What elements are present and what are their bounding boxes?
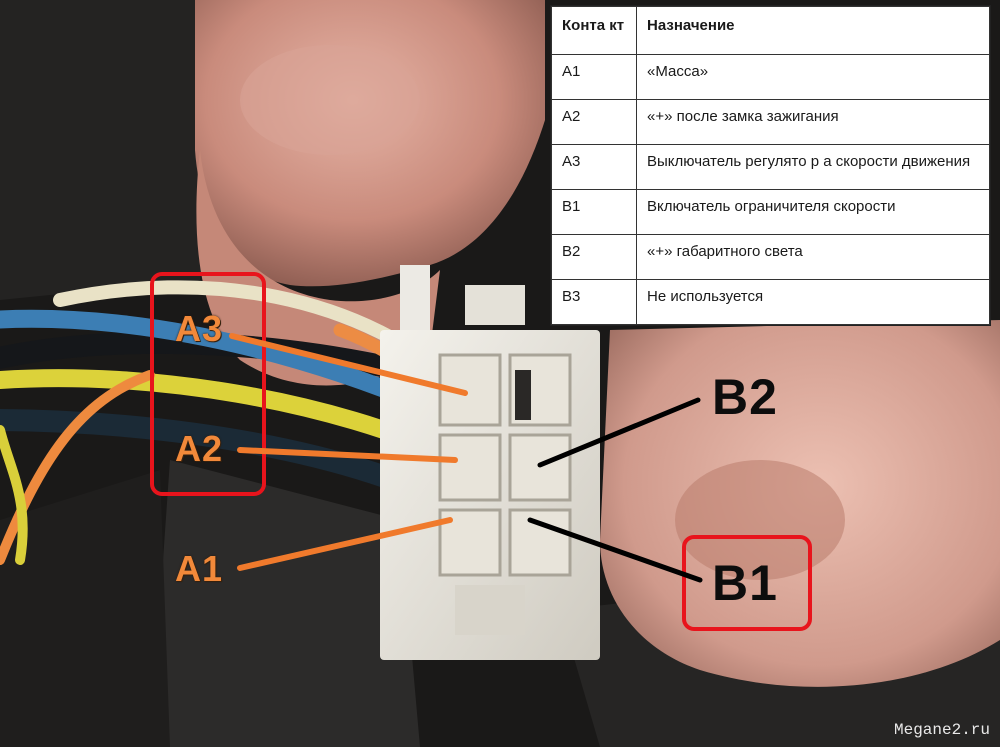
cell-contact: B2 <box>551 233 637 280</box>
dashboard-panel <box>0 0 230 300</box>
table-row: A3 Выключатель регулято р а скорости дви… <box>551 143 990 190</box>
header-contact: Конта кт <box>551 6 637 55</box>
table-row: B1 Включатель ограничителя скорости <box>551 188 990 235</box>
table-row: A2 «+» после замка зажигания <box>551 98 990 145</box>
cell-purpose: Включатель ограничителя скорости <box>636 188 990 235</box>
pointer-b1 <box>527 517 703 583</box>
finger-knuckle <box>240 45 420 155</box>
highlight-box-a2-a3 <box>150 272 266 496</box>
label-b1: B1 <box>712 555 778 611</box>
pointer-a1 <box>237 517 453 571</box>
cell-contact: A2 <box>551 98 637 145</box>
thumb-nail <box>675 460 845 580</box>
header-purpose: Назначение <box>636 6 990 55</box>
pinout-table: Конта кт Назначение A1 «Масса» A2 «+» по… <box>550 5 991 326</box>
pointer-lines <box>229 333 703 583</box>
table-row: B3 Не используется <box>551 278 990 326</box>
label-a1: A1 <box>175 548 224 589</box>
highlight-box-b1 <box>682 535 812 631</box>
label-b2: B2 <box>712 369 778 425</box>
table-row: A1 «Масса» <box>551 53 990 100</box>
dashboard-panel <box>150 460 420 747</box>
pointer-b2 <box>537 397 701 468</box>
connector-housing <box>380 265 600 660</box>
label-a3: A3 <box>175 308 224 349</box>
cell-contact: A1 <box>551 53 637 100</box>
cell-contact: B3 <box>551 278 637 326</box>
cell-purpose: Не используется <box>636 278 990 326</box>
dashboard-panel <box>0 470 170 747</box>
cell-purpose: «+» габаритного света <box>636 233 990 280</box>
table-row: B2 «+» габаритного света <box>551 233 990 280</box>
watermark: Megane2.ru <box>893 721 990 739</box>
label-a2: A2 <box>175 428 224 469</box>
pointer-a2 <box>237 447 458 463</box>
cell-contact: A3 <box>551 143 637 190</box>
cell-purpose: «+» после замка зажигания <box>636 98 990 145</box>
cell-purpose: Выключатель регулято р а скорости движен… <box>636 143 990 190</box>
table-header-row: Конта кт Назначение <box>551 6 990 55</box>
cell-contact: B1 <box>551 188 637 235</box>
cell-purpose: «Масса» <box>636 53 990 100</box>
pointer-a3 <box>229 333 468 396</box>
